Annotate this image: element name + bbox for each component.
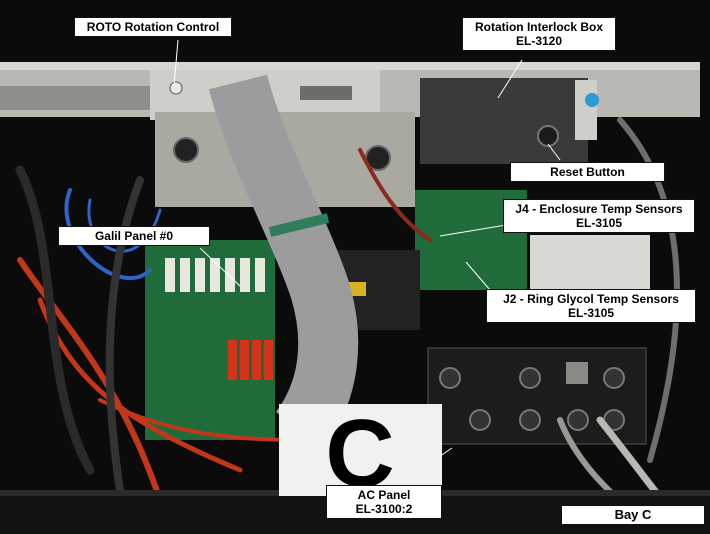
reset-button-icon bbox=[537, 125, 559, 147]
bay-letter-placard bbox=[279, 404, 442, 496]
indicator-light-icon bbox=[585, 93, 599, 107]
reset-button-label: Reset Button bbox=[510, 162, 665, 182]
galil-panel-label: Galil Panel #0 bbox=[58, 226, 210, 246]
j4-enclosure-temp-sensors-label: J4 - Enclosure Temp Sensors EL-3105 bbox=[503, 199, 695, 233]
roto-rotation-control-label: ROTO Rotation Control bbox=[74, 17, 232, 37]
red-terminal-row bbox=[228, 340, 273, 380]
cable-bundle bbox=[15, 117, 684, 524]
bay-label: Bay C bbox=[561, 505, 705, 525]
rotation-interlock-box bbox=[420, 78, 588, 164]
rotation-interlock-box-label: Rotation Interlock Box EL-3120 bbox=[462, 17, 616, 51]
ribbon-stripe bbox=[268, 213, 330, 237]
ribbon-cable bbox=[208, 74, 359, 448]
j2-ring-glycol-temp-sensors-label: J2 - Ring Glycol Temp Sensors EL-3105 bbox=[486, 289, 696, 323]
roto-knob-icon bbox=[169, 81, 183, 95]
relay-row bbox=[165, 258, 265, 292]
ac-panel-label: AC Panel EL-3100:2 bbox=[326, 485, 442, 519]
